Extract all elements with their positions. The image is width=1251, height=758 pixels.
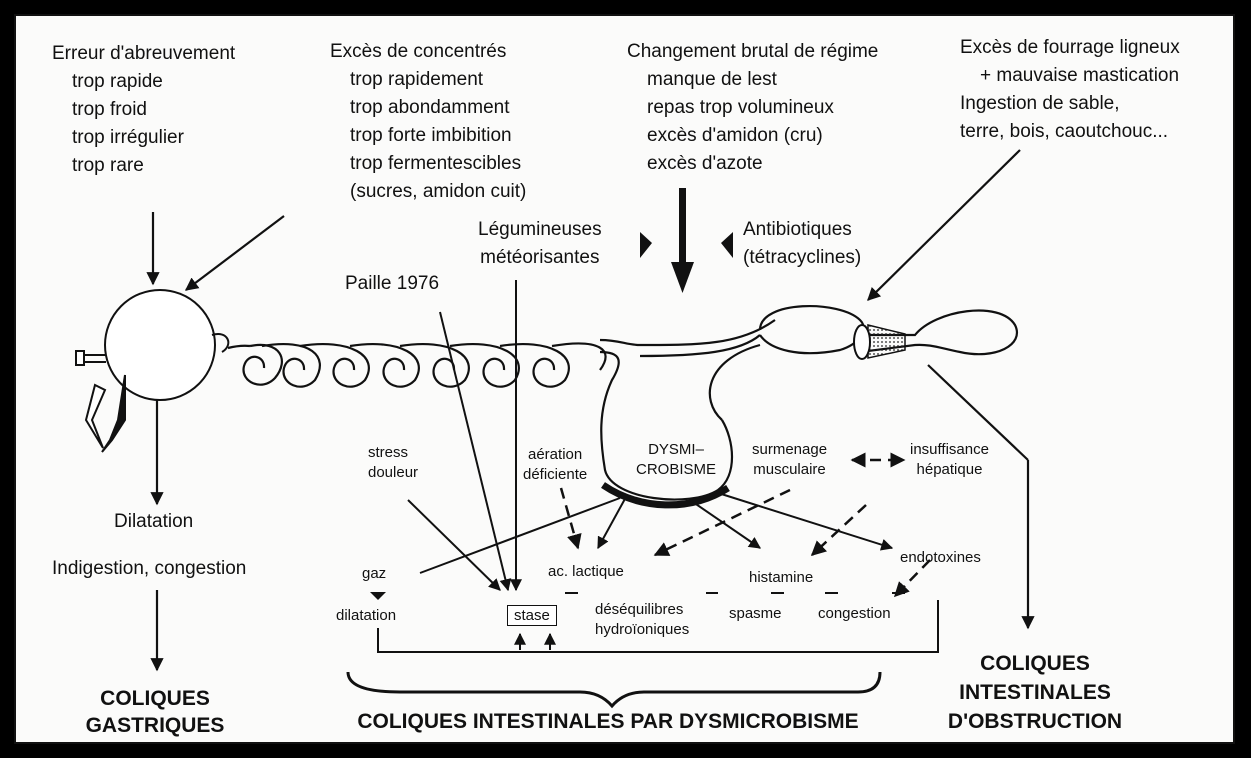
label-line: (tétracyclines) bbox=[743, 244, 861, 272]
label-line: déséquilibres bbox=[595, 600, 689, 620]
aeration-label: aération déficiente bbox=[523, 445, 587, 485]
cause-title: Erreur d'abreuvement bbox=[52, 40, 235, 68]
regime-arrow bbox=[671, 188, 694, 293]
dilatation-label: dilatation bbox=[336, 606, 396, 626]
cause-item: trop froid bbox=[52, 96, 235, 124]
cause-item: manque de lest bbox=[627, 66, 878, 94]
cause-item: (sucres, amidon cuit) bbox=[330, 178, 526, 206]
cause-regime: Changement brutal de régime manque de le… bbox=[627, 38, 878, 178]
cause-item: trop rapide bbox=[52, 68, 235, 96]
cause-item: excès d'azote bbox=[627, 150, 878, 178]
legumineuses-label: Légumineuses météorisantes bbox=[478, 216, 602, 272]
cause-item: trop forte imbibition bbox=[330, 122, 526, 150]
label-line: musculaire bbox=[752, 460, 827, 480]
legumineuses-arrow bbox=[640, 232, 652, 258]
label-line: météorisantes bbox=[478, 244, 602, 272]
indigestion-label: Indigestion, congestion bbox=[52, 555, 246, 583]
cause-line: Excès de fourrage ligneux bbox=[960, 34, 1180, 62]
lactique-label: ac. lactique bbox=[548, 562, 624, 582]
cause-item: repas trop volumineux bbox=[627, 94, 878, 122]
label-line: aération bbox=[523, 445, 587, 465]
cause-item: trop fermentescibles bbox=[330, 150, 526, 178]
antibiotiques-arrow bbox=[721, 232, 733, 258]
cecum-opening bbox=[854, 325, 870, 359]
label-line: hydroïoniques bbox=[595, 620, 689, 640]
cause-title: Changement brutal de régime bbox=[627, 38, 878, 66]
gaz-label: gaz bbox=[362, 564, 386, 584]
cause-abreuvement: Erreur d'abreuvement trop rapide trop fr… bbox=[52, 40, 235, 180]
cause-item: trop abondamment bbox=[330, 94, 526, 122]
obstruction-mass bbox=[868, 325, 905, 358]
dilatation-gastric-label: Dilatation bbox=[114, 508, 193, 536]
label-line: Antibiotiques bbox=[743, 216, 861, 244]
stase-box: stase bbox=[507, 605, 557, 626]
histamine-label: histamine bbox=[749, 568, 813, 588]
label-line: stress bbox=[368, 443, 418, 463]
label-line: COLIQUES bbox=[940, 649, 1130, 678]
desequilibres-label: déséquilibres hydroïoniques bbox=[595, 600, 689, 640]
label-line: surmenage bbox=[752, 440, 827, 460]
paille-label: Paille 1976 bbox=[345, 270, 439, 298]
cause-item: excès d'amidon (cru) bbox=[627, 122, 878, 150]
cause-line: Ingestion de sable, bbox=[960, 90, 1180, 118]
cause-fourrage: Excès de fourrage ligneux + mauvaise mas… bbox=[960, 34, 1180, 146]
antibiotiques-label: Antibiotiques (tétracyclines) bbox=[743, 216, 861, 272]
label-line: CROBISME bbox=[636, 460, 716, 480]
spasme-label: spasme bbox=[729, 604, 782, 624]
label-line: douleur bbox=[368, 463, 418, 483]
label-line: déficiente bbox=[523, 465, 587, 485]
insuffisance-label: insuffisance hépatique bbox=[910, 440, 989, 480]
brace bbox=[348, 672, 880, 706]
cause-concentres: Excès de concentrés trop rapidement trop… bbox=[330, 38, 526, 206]
cause-title: Excès de concentrés bbox=[330, 38, 526, 66]
coliques-obstruction-label: COLIQUES INTESTINALES D'OBSTRUCTION bbox=[940, 649, 1130, 736]
gaz-arrow bbox=[370, 592, 386, 600]
coliques-gastriques-label: COLIQUES GASTRIQUES bbox=[70, 685, 240, 739]
label-line: COLIQUES bbox=[70, 685, 240, 712]
cause-line: terre, bois, caoutchouc... bbox=[960, 118, 1180, 146]
stase-label: stase bbox=[507, 606, 557, 626]
cause-item: trop rapidement bbox=[330, 66, 526, 94]
label-line: D'OBSTRUCTION bbox=[940, 707, 1130, 736]
label-line: INTESTINALES bbox=[940, 678, 1130, 707]
stomach-drawing bbox=[76, 290, 228, 452]
cause-item: trop irrégulier bbox=[52, 124, 235, 152]
cause-line: + mauvaise mastication bbox=[960, 62, 1180, 90]
congestion-label: congestion bbox=[818, 604, 891, 624]
cause-item: trop rare bbox=[52, 152, 235, 180]
dysmicrobisme-label: DYSMI– CROBISME bbox=[636, 440, 716, 480]
endotoxines-label: endotoxines bbox=[900, 548, 981, 568]
coliques-dysmicrobisme-label: COLIQUES INTESTINALES PAR DYSMICROBISME bbox=[318, 708, 898, 735]
label-line: Légumineuses bbox=[478, 216, 602, 244]
label-line: GASTRIQUES bbox=[70, 712, 240, 739]
label-line: DYSMI– bbox=[636, 440, 716, 460]
stress-label: stress douleur bbox=[368, 443, 418, 483]
label-line: insuffisance bbox=[910, 440, 989, 460]
label-line: hépatique bbox=[910, 460, 989, 480]
surmenage-label: surmenage musculaire bbox=[752, 440, 827, 480]
